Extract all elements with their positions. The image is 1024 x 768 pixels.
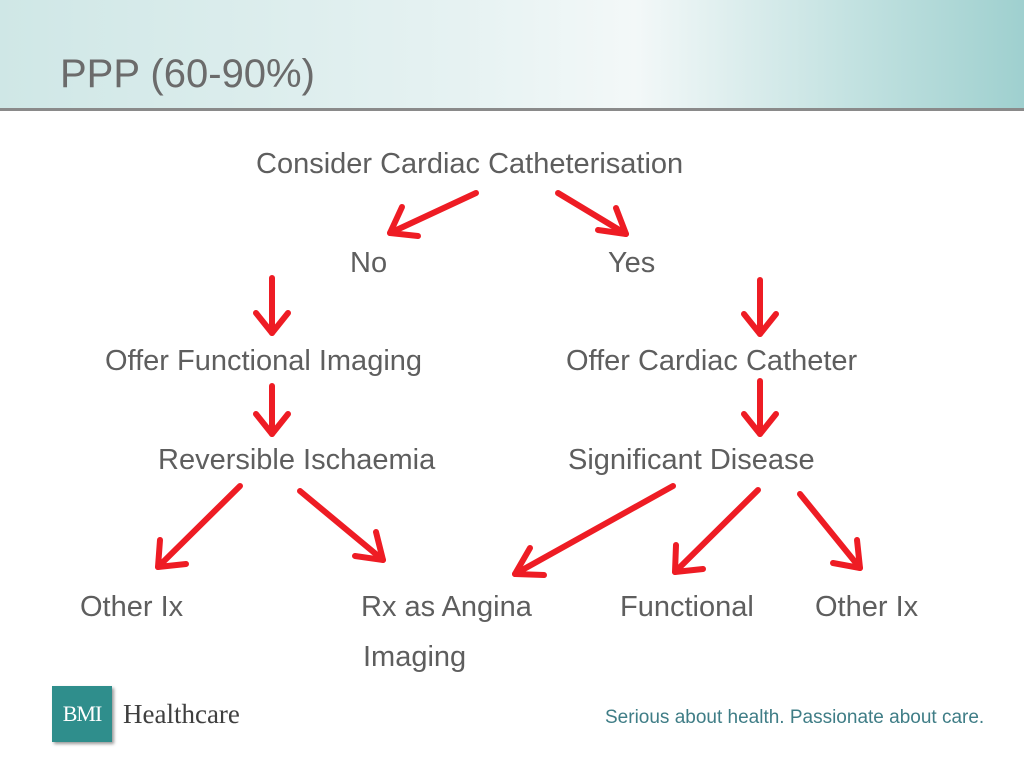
node-significant-disease: Significant Disease bbox=[568, 444, 815, 476]
node-no: No bbox=[350, 247, 388, 279]
arrow-root-to-yes bbox=[555, 190, 629, 237]
tagline: Serious about health. Passionate about c… bbox=[605, 707, 985, 728]
arrow-significant-to-rx-angina bbox=[512, 483, 676, 578]
node-reversible-ischaemia: Reversible Ischaemia bbox=[158, 444, 436, 476]
header-band bbox=[0, 0, 1024, 109]
node-functional: Functional bbox=[620, 591, 754, 623]
arrow-significant-to-other-ix-right bbox=[797, 491, 863, 571]
arrow-root-to-no bbox=[387, 190, 479, 239]
node-other-ix-right: Other Ix bbox=[815, 591, 919, 623]
arrow-significant-to-functional bbox=[672, 487, 761, 575]
arrow-reversible-to-other-ix bbox=[155, 483, 243, 570]
node-yes: Yes bbox=[608, 247, 656, 279]
header-divider bbox=[0, 108, 1024, 111]
node-offer-functional-imaging: Offer Functional Imaging bbox=[105, 345, 423, 377]
node-offer-cardiac-catheter: Offer Cardiac Catheter bbox=[566, 345, 858, 377]
bmi-logo: BMI bbox=[52, 686, 112, 742]
arrow-reversible-to-rx-angina bbox=[297, 488, 386, 563]
arrow-no-to-functional-imaging bbox=[253, 275, 291, 336]
node-imaging: Imaging bbox=[363, 641, 467, 673]
arrow-yes-to-cardiac-catheter bbox=[741, 277, 779, 337]
node-rx-as-angina: Rx as Angina bbox=[361, 591, 532, 623]
node-consider-cardiac-catheterisation: Consider Cardiac Catheterisation bbox=[256, 148, 684, 180]
brand-name: Healthcare bbox=[123, 699, 240, 729]
arrow-cardiac-catheter-to-significant bbox=[741, 378, 779, 437]
bmi-logo-text: BMI bbox=[62, 701, 103, 726]
arrow-functional-imaging-to-reversible bbox=[253, 383, 291, 437]
node-other-ix-left: Other Ix bbox=[80, 591, 184, 623]
slide-title: PPP (60-90%) bbox=[60, 52, 315, 96]
